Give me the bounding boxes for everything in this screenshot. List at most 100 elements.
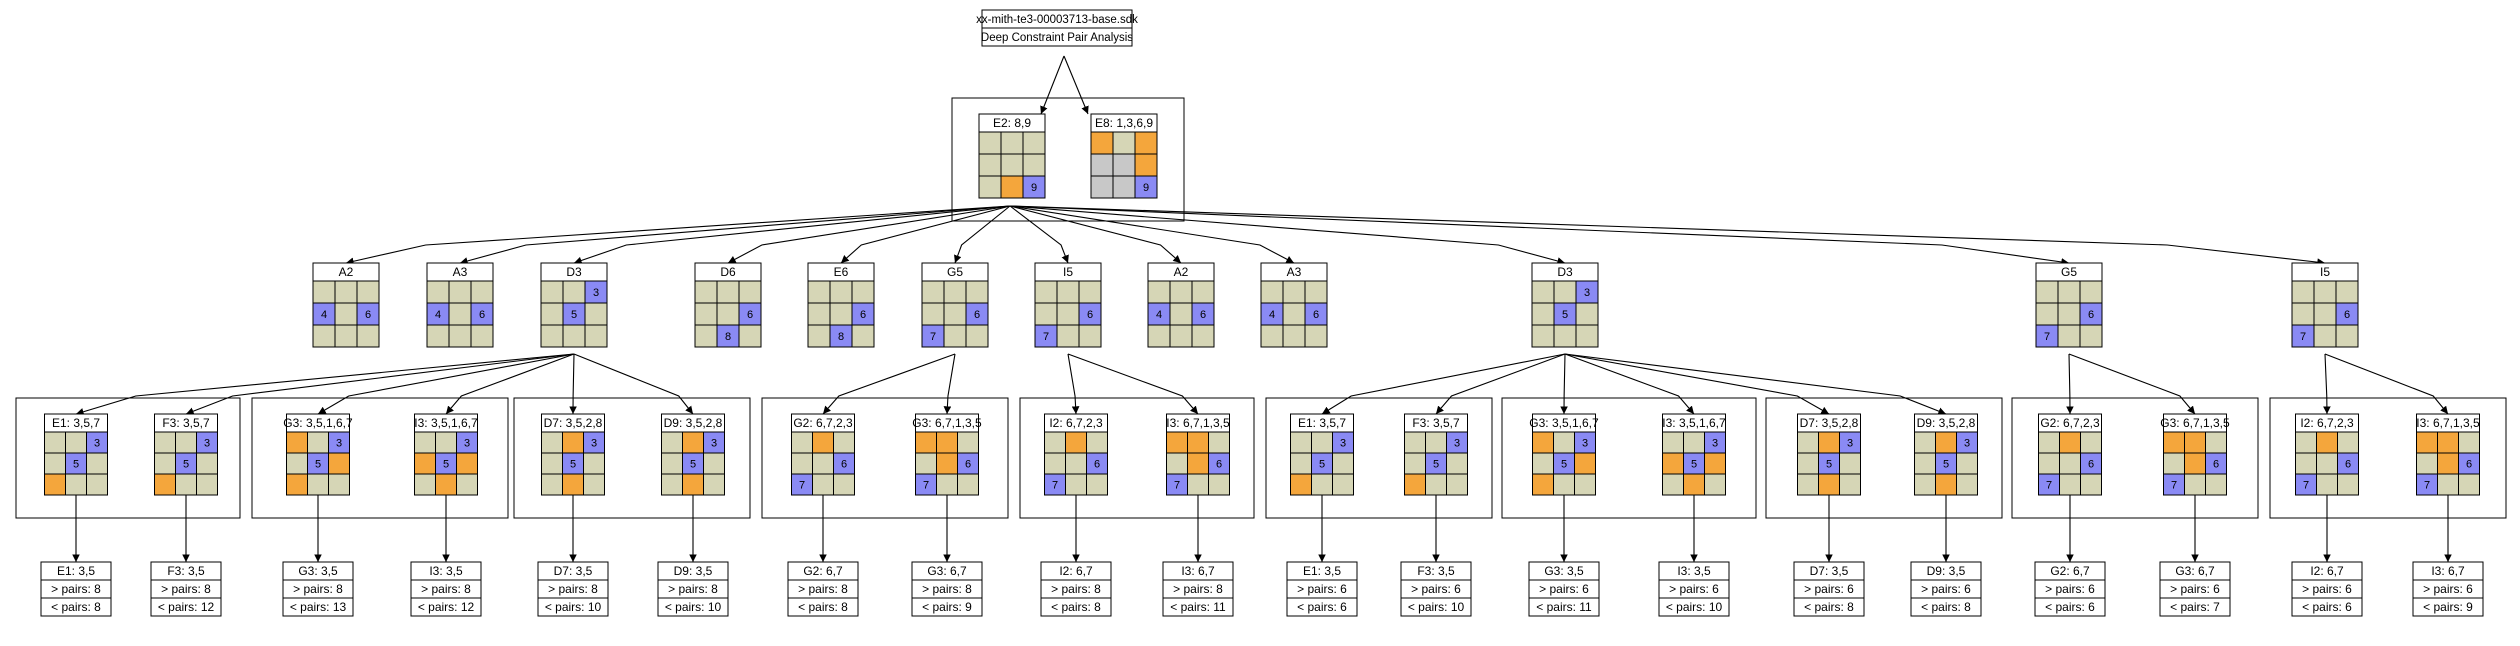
result-gt-pairs: > pairs: 8	[51, 582, 101, 596]
cell-grid: 67	[2163, 431, 2227, 496]
grid-cell	[1797, 473, 1819, 496]
card-title: A3	[1287, 265, 1302, 279]
grid-cell	[1290, 452, 1312, 475]
edge	[1564, 353, 1830, 415]
grid-cell	[1553, 280, 1577, 304]
candidate-cluster	[251, 397, 509, 519]
cell-digit: 3	[94, 437, 100, 449]
grid-cell	[1034, 302, 1058, 326]
result-lt-pairs: < pairs: 10	[665, 600, 722, 614]
candidate-cluster	[1765, 397, 2003, 519]
grid-cell	[2313, 324, 2337, 348]
grid-cell	[1683, 473, 1705, 496]
cell-grid: 35	[286, 431, 350, 496]
grid-cell	[738, 280, 762, 304]
cell-grid: 35	[1531, 280, 1599, 348]
grid-cell	[196, 473, 218, 496]
result-box: I2: 6,7> pairs: 8< pairs: 8	[1040, 561, 1112, 617]
result-lt-box	[911, 597, 983, 617]
card-title: G3: 3,5,1,6,7	[1529, 416, 1599, 430]
cell-digit: 7	[1174, 479, 1180, 491]
cell-digit: 5	[183, 458, 189, 470]
grid-cell	[1065, 473, 1087, 496]
result-gt-pairs: > pairs: 6	[1411, 582, 1461, 596]
cell-grid: 67	[1034, 280, 1102, 348]
edge	[75, 353, 575, 416]
card-title: D9: 3,5,2,8	[1917, 416, 1976, 430]
grid-cell	[2038, 452, 2060, 475]
grid-cell	[1000, 153, 1024, 177]
result-lt-box	[2034, 597, 2106, 617]
card-title: I3: 6,7,1,3,5	[1166, 416, 1230, 430]
grid-cell	[921, 302, 945, 326]
grid-cell	[703, 452, 725, 475]
result-lt-box	[150, 597, 222, 617]
grid-cell	[1332, 452, 1354, 475]
grid-cell	[1425, 431, 1447, 454]
grid-cell	[2313, 280, 2337, 304]
grid-cell	[196, 452, 218, 475]
card-title: A2	[339, 265, 354, 279]
grid-cell	[978, 153, 1002, 177]
grid-cell	[1078, 280, 1102, 304]
grid-cell	[540, 280, 564, 304]
edge	[1560, 353, 1568, 415]
grid-cell	[2291, 302, 2315, 326]
grid-cell	[1044, 452, 1066, 475]
grid-cell	[2184, 452, 2206, 475]
result-box: D7: 3,5> pairs: 6< pairs: 8	[1793, 561, 1865, 617]
grid-cell	[921, 280, 945, 304]
card-title: D3	[1557, 265, 1573, 279]
grid-cell	[1914, 473, 1936, 496]
cell-digit: 6	[1313, 309, 1319, 321]
grid-cell	[1553, 431, 1575, 454]
cell-digit: 8	[838, 331, 844, 343]
result-lt-pairs: < pairs: 10	[545, 600, 602, 614]
result-box: I3: 6,7> pairs: 8< pairs: 11	[1162, 561, 1234, 617]
edge	[2066, 353, 2074, 415]
grid-cell	[1839, 473, 1861, 496]
result-title: G2: 6,7	[803, 564, 843, 578]
cell-digit: 3	[711, 437, 717, 449]
grid-cell	[1134, 175, 1158, 199]
candidate-cluster	[2011, 397, 2259, 519]
result-box: I3: 3,5> pairs: 8< pairs: 12	[410, 561, 482, 617]
grid-cell	[1797, 452, 1819, 475]
grid-cell	[1304, 280, 1328, 304]
grid-cell	[1704, 473, 1726, 496]
result-title: G3: 3,5	[298, 564, 338, 578]
grid-cell	[65, 431, 87, 454]
grid-cell	[1532, 473, 1554, 496]
result-lt-box	[1528, 597, 1600, 617]
grid-cell	[583, 452, 605, 475]
candidate-card: G3: 3,5,1,6,735	[1529, 413, 1599, 496]
candidate-cluster	[1501, 397, 1757, 519]
cell-digit: 5	[73, 458, 79, 470]
cell-digit: 5	[1691, 458, 1697, 470]
grid-cell	[1531, 302, 1555, 326]
grid-cell	[541, 452, 563, 475]
grid-cell	[1425, 473, 1447, 496]
grid-cell	[540, 302, 564, 326]
cell-digit: 4	[1156, 309, 1162, 321]
card-title: I2: 6,7,2,3	[1049, 416, 1103, 430]
cell-grid: 35	[1662, 431, 1726, 496]
pair-cluster	[951, 97, 1185, 222]
candidate-card: D9: 3,5,2,835	[661, 413, 725, 496]
grid-cell	[1290, 431, 1312, 454]
grid-cell	[541, 431, 563, 454]
result-lt-box	[1793, 597, 1865, 617]
grid-cell	[1404, 473, 1426, 496]
result-title: I2: 6,7	[1059, 564, 1093, 578]
grid-cell	[1169, 302, 1193, 326]
result-lt-box	[1400, 597, 1472, 617]
grid-cell	[936, 431, 958, 454]
cell-digit: 3	[204, 437, 210, 449]
grid-cell	[807, 280, 831, 304]
